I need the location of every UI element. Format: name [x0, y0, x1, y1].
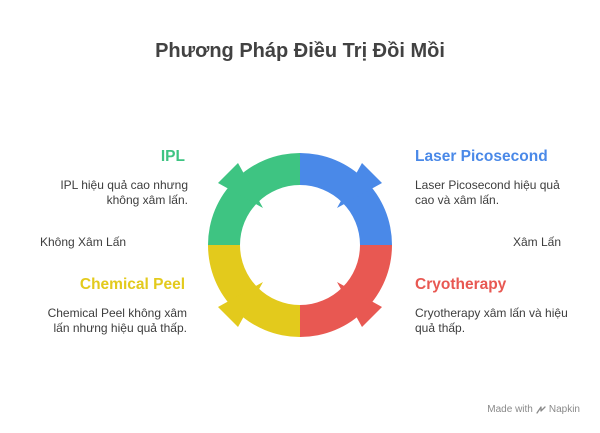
segment-laser-picosecond-arrow: [337, 163, 382, 208]
footer-text: Made with: [487, 404, 533, 415]
axis-label-right: Xâm Lấn: [512, 235, 561, 249]
desc-cryotherapy-line2: quả thấp.: [415, 321, 466, 335]
napkin-logo-icon: [536, 405, 546, 414]
footer-made-with: Made with Napkin: [487, 404, 580, 415]
desc-laser-picosecond-line1: Laser Picosecond hiệu quả: [415, 178, 560, 192]
segment-top-right: [300, 153, 392, 245]
desc-chemical-peel: Chemical Peel không xâm lấn nhưng hiệu q…: [48, 306, 187, 336]
page-title: Phương Pháp Điều Trị Đồi Mồi: [155, 40, 445, 62]
desc-laser-picosecond: Laser Picosecond hiệu quả cao và xâm lấn…: [415, 178, 560, 208]
label-ipl: IPL: [160, 148, 185, 165]
label-chemical-peel: Chemical Peel: [79, 276, 185, 293]
segment-top-left: [208, 153, 300, 245]
desc-ipl-line1: IPL hiệu quả cao nhưng: [60, 178, 188, 192]
label-cryotherapy: Cryotherapy: [415, 276, 507, 293]
desc-cryotherapy-line1: Cryotherapy xâm lấn và hiệu: [415, 306, 568, 320]
desc-cryotherapy: Cryotherapy xâm lấn và hiệu quả thấp.: [415, 306, 568, 336]
label-laser-picosecond: Laser Picosecond: [415, 148, 548, 165]
desc-laser-picosecond-line2: cao và xâm lấn.: [415, 193, 500, 207]
segment-bottom-right: [300, 245, 392, 337]
desc-chemical-peel-line2: lấn nhưng hiệu quả thấp.: [53, 321, 187, 335]
segment-bottom-left: [208, 245, 300, 337]
segment-ipl-arrow: [218, 163, 263, 208]
footer-brand: Napkin: [548, 404, 580, 415]
desc-chemical-peel-line1: Chemical Peel không xâm: [47, 306, 187, 320]
quadrant-ring-diagram: [208, 153, 392, 337]
desc-ipl-line2: không xâm lấn.: [106, 193, 188, 207]
segment-chemical-peel-arrow: [218, 282, 263, 327]
segment-cryotherapy-arrow: [337, 282, 382, 327]
axis-label-left: Không Xâm Lấn: [40, 235, 127, 249]
desc-ipl: IPL hiệu quả cao nhưng không xâm lấn.: [60, 178, 188, 208]
